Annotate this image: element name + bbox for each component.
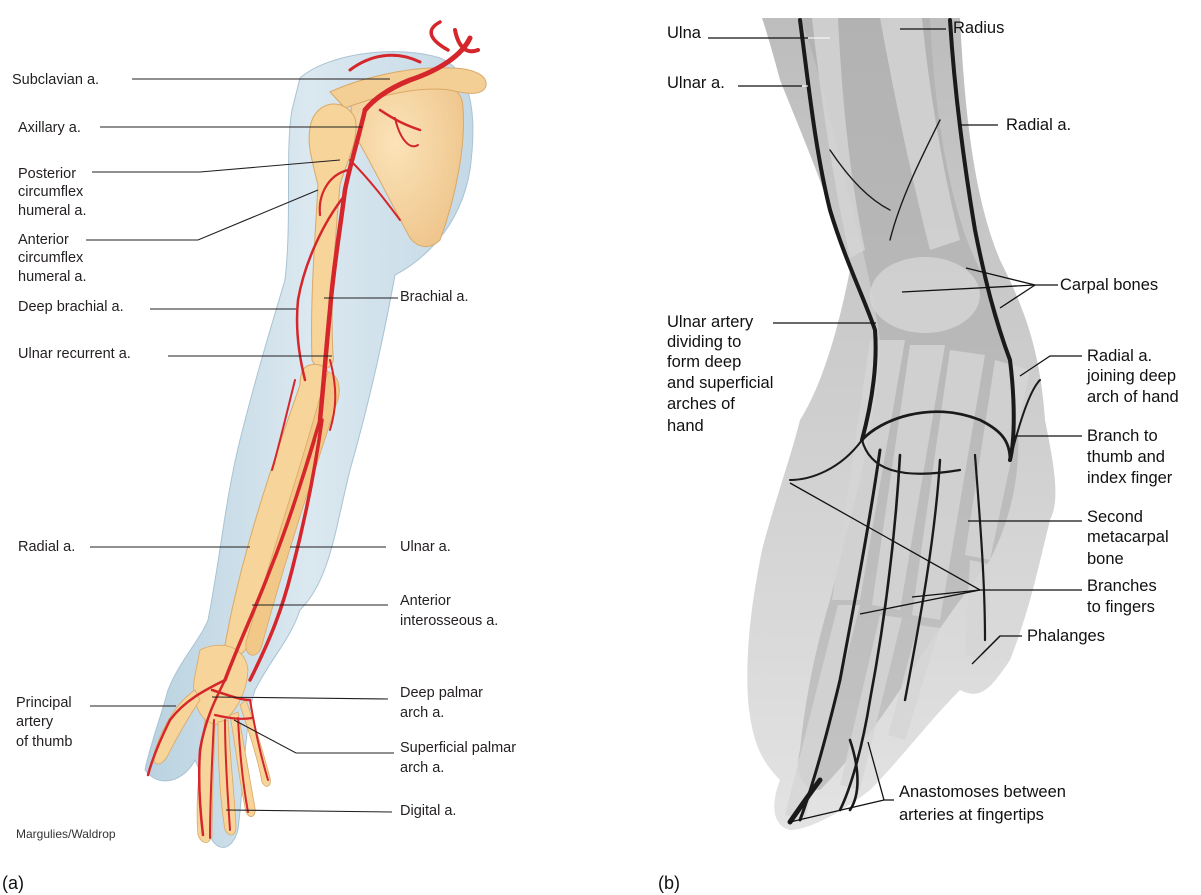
label-anastomoses-2: arteries at fingertips — [899, 806, 1044, 824]
label-superficial-palmar-2: arch a. — [400, 760, 444, 776]
label-anterior-circumflex-1: Anterior — [18, 232, 69, 248]
label-ulnar-dividing-4: and superficial — [667, 374, 773, 392]
credit-text: Margulies/Waldrop — [16, 827, 116, 841]
label-ulna: Ulna — [667, 24, 702, 42]
label-ulnar-a-b: Ulnar a. — [667, 74, 725, 92]
label-second-metacarpal-2: metacarpal — [1087, 528, 1169, 546]
label-ulnar-recurrent: Ulnar recurrent a. — [18, 346, 131, 362]
label-principal-thumb-1: Principal — [16, 695, 72, 711]
label-deep-palmar-1: Deep palmar — [400, 685, 483, 701]
label-branch-thumb-2: thumb and — [1087, 448, 1165, 466]
label-principal-thumb-2: artery — [16, 714, 54, 730]
label-branch-thumb-3: index finger — [1087, 469, 1173, 487]
label-branches-fingers-1: Branches — [1087, 577, 1157, 595]
label-posterior-circumflex-3: humeral a. — [18, 203, 87, 219]
label-anterior-interosseous-2: interosseous a. — [400, 613, 498, 629]
panel-a: Subclavian a. Axillary a. Posterior circ… — [2, 22, 516, 893]
label-ulnar-a: Ulnar a. — [400, 539, 451, 555]
label-principal-thumb-3: of thumb — [16, 734, 72, 750]
label-ulnar-dividing-6: hand — [667, 417, 704, 435]
label-second-metacarpal-3: bone — [1087, 550, 1124, 568]
label-digital: Digital a. — [400, 803, 456, 819]
label-branches-fingers-2: to fingers — [1087, 598, 1155, 616]
label-radial-a: Radial a. — [18, 539, 75, 555]
label-radius: Radius — [953, 19, 1004, 37]
panel-letter-a: (a) — [2, 873, 24, 893]
label-second-metacarpal-1: Second — [1087, 508, 1143, 526]
label-ulnar-dividing-5: arches of — [667, 395, 735, 413]
label-brachial: Brachial a. — [400, 289, 469, 305]
label-anterior-circumflex-3: humeral a. — [18, 269, 87, 285]
label-deep-brachial: Deep brachial a. — [18, 299, 124, 315]
label-posterior-circumflex-2: circumflex — [18, 184, 84, 200]
label-deep-palmar-2: arch a. — [400, 705, 444, 721]
label-subclavian: Subclavian a. — [12, 72, 99, 88]
label-radial-joining-2: joining deep — [1086, 367, 1176, 385]
label-branch-thumb-1: Branch to — [1087, 427, 1158, 445]
label-radial-a-b: Radial a. — [1006, 116, 1071, 134]
label-carpal-bones: Carpal bones — [1060, 276, 1158, 294]
label-posterior-circumflex-1: Posterior — [18, 166, 76, 182]
label-radial-joining-3: arch of hand — [1087, 388, 1179, 406]
label-ulnar-dividing-1: Ulnar artery — [667, 313, 754, 331]
panel-letter-b: (b) — [658, 873, 680, 893]
label-ulnar-dividing-2: dividing to — [667, 333, 741, 351]
label-phalanges: Phalanges — [1027, 627, 1105, 645]
label-superficial-palmar-1: Superficial palmar — [400, 740, 516, 756]
label-axillary: Axillary a. — [18, 120, 81, 136]
label-anastomoses-1: Anastomoses between — [899, 783, 1066, 801]
label-anterior-circumflex-2: circumflex — [18, 250, 84, 266]
label-anterior-interosseous-1: Anterior — [400, 593, 451, 609]
label-radial-joining-1: Radial a. — [1087, 347, 1152, 365]
label-ulnar-dividing-3: form deep — [667, 353, 741, 371]
panel-b: Ulna Radius Ulnar a. Radial a. Carpal bo… — [658, 18, 1179, 893]
